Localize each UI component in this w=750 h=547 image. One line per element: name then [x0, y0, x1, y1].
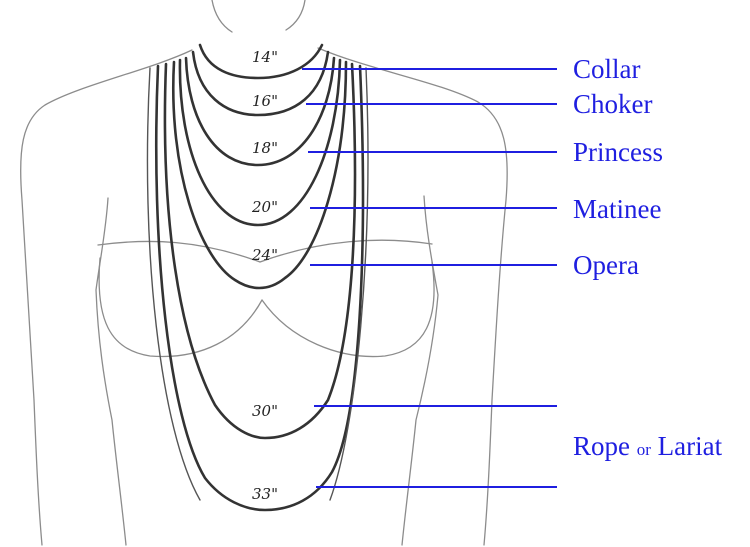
neck-right [285, 0, 306, 31]
length-label-18: 18" [252, 139, 278, 157]
necklace-16 [191, 50, 330, 117]
necklace-30 [163, 62, 357, 440]
necklace-24 [172, 60, 348, 290]
necklace-33 [154, 64, 365, 512]
length-label-24: 24" [251, 246, 278, 264]
length-label-33: 33" [252, 485, 278, 503]
torso-outline [20, 0, 508, 546]
style-label-collar: Collar [573, 54, 641, 84]
style-labels: Collar Choker Princess Matinee Opera Rop… [573, 54, 723, 461]
necklace-20 [178, 58, 342, 227]
bust-line [97, 239, 433, 263]
style-label-choker: Choker [573, 89, 652, 119]
style-label-rope-or-lariat: Rope or Lariat [573, 431, 723, 461]
length-labels: 14" 16" 18" 20" 24" 30" 33" [251, 48, 278, 503]
or-word: or [637, 440, 652, 459]
necklace-18 [184, 56, 336, 167]
style-label-opera: Opera [573, 250, 639, 280]
lariat-word: Lariat [658, 431, 723, 461]
length-label-14: 14" [252, 48, 278, 66]
rope-word: Rope [573, 431, 630, 461]
right-arm-inner [401, 195, 439, 546]
right-shoulder [317, 47, 508, 546]
length-label-30: 30" [252, 402, 278, 420]
style-label-princess: Princess [573, 137, 663, 167]
style-label-matinee: Matinee [573, 194, 661, 224]
lariat-strand-left [146, 67, 201, 501]
leader-lines [302, 68, 557, 488]
necklace-14 [198, 43, 324, 80]
left-shoulder [20, 49, 193, 546]
neck-left [211, 0, 233, 33]
left-breast [98, 257, 263, 358]
necklaces [146, 43, 369, 512]
length-label-16: 16" [252, 92, 278, 110]
right-breast [261, 261, 435, 358]
left-arm-inner [95, 197, 127, 546]
lariat-strand-right [329, 67, 369, 501]
length-label-20: 20" [251, 198, 278, 216]
